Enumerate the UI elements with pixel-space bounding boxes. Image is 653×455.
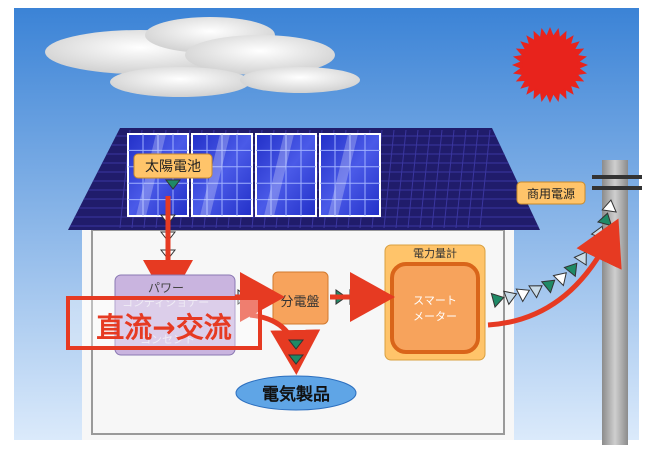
power-meter-text: 電力量計: [413, 246, 457, 260]
power-conditioner: パワー コンディショナー コンセント: [114, 274, 236, 356]
commercial-power-text: 商用電源: [527, 186, 575, 201]
distribution-board-text: 分電盤: [280, 295, 319, 310]
appliances-text: 電気製品: [262, 384, 330, 405]
cloud: [45, 17, 360, 97]
dc-to-ac-callout: 直流→交流: [66, 296, 262, 350]
solar-cell-text: 太陽電池: [145, 159, 201, 175]
dc-to-ac-text: 直流→交流: [96, 311, 231, 344]
grid-export-line: [487, 218, 622, 328]
commercial-power-label: 商用電源: [516, 181, 586, 205]
power-meter: 電力量計 スマート メーター: [384, 244, 486, 361]
appliances: 電気製品: [235, 375, 357, 411]
solar-cell-label: 太陽電池: [133, 153, 213, 179]
distribution-board: 分電盤: [272, 271, 329, 325]
smart-meter-text-1: スマート: [413, 294, 457, 307]
solar-panels: [127, 133, 381, 217]
power-conditioner-bottom-text: コンセント: [140, 333, 195, 346]
power-conditioner-top-text: パワー: [148, 281, 184, 295]
appliance-flow-arrows: [287, 339, 305, 365]
appliance-flow-line: [249, 312, 321, 375]
smart-meter-text-2: メーター: [413, 310, 457, 323]
sun-icon: [512, 27, 588, 103]
